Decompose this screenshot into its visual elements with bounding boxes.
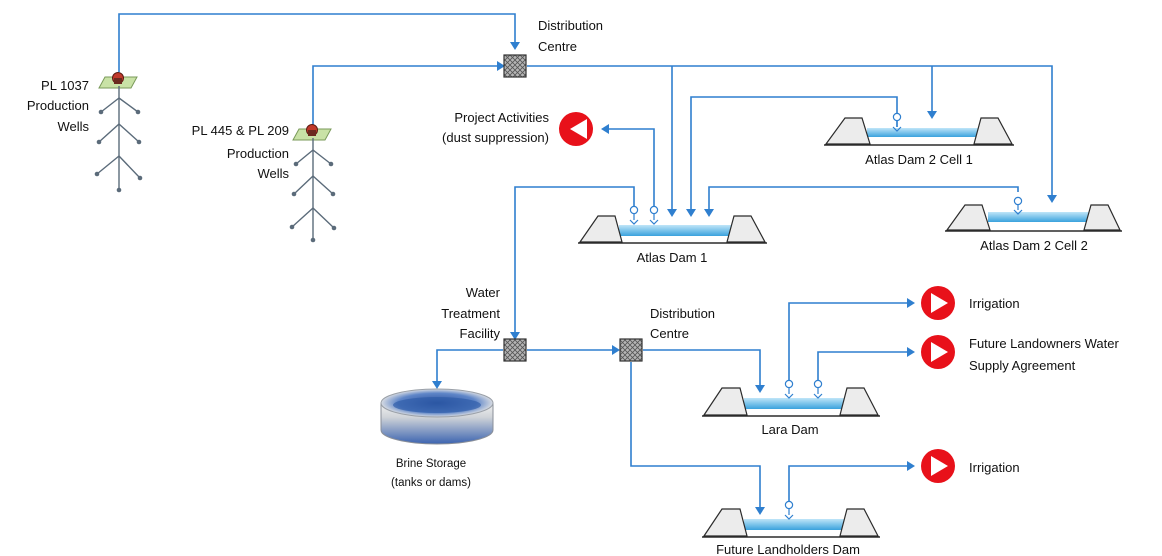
- svg-text:Treatment: Treatment: [441, 306, 500, 321]
- svg-text:Wells: Wells: [257, 166, 289, 181]
- svg-text:Distribution: Distribution: [538, 18, 603, 33]
- svg-text:(tanks or dams): (tanks or dams): [391, 477, 471, 489]
- atlas-dam-2-cell-1-label: Atlas Dam 2 Cell 1: [865, 152, 973, 167]
- svg-text:Centre: Centre: [538, 39, 577, 54]
- svg-text:(dust suppression): (dust suppression): [442, 130, 549, 145]
- irrigation-2-label: Irrigation: [969, 460, 1020, 475]
- brine-storage-label: Brine Storage (tanks or dams): [391, 458, 471, 489]
- svg-text:Project Activities: Project Activities: [454, 110, 549, 125]
- atlas-dam-2-cell-2-icon: [945, 196, 1122, 232]
- svg-text:Centre: Centre: [650, 326, 689, 341]
- distribution-centre-mid-icon: [619, 338, 643, 362]
- svg-text:Future Landowners Water: Future Landowners Water: [969, 336, 1119, 351]
- svg-text:Production: Production: [27, 98, 89, 113]
- svg-text:Wells: Wells: [57, 119, 89, 134]
- svg-text:Facility: Facility: [460, 326, 501, 341]
- atlas-dam-2-cell-2-label: Atlas Dam 2 Cell 2: [980, 238, 1088, 253]
- project-activities-outlet-icon: [559, 112, 593, 146]
- svg-text:Production: Production: [227, 146, 289, 161]
- svg-text:Supply Agreement: Supply Agreement: [969, 358, 1076, 373]
- irrigation-1-label: Irrigation: [969, 296, 1020, 311]
- brine-storage-tank-icon: [380, 388, 494, 445]
- water-treatment-facility-icon: [503, 338, 527, 362]
- svg-text:PL 1037: PL 1037: [41, 78, 89, 93]
- svg-text:Brine Storage: Brine Storage: [396, 458, 466, 470]
- svg-text:Water: Water: [466, 285, 501, 300]
- pl1037-label: PL 1037 Production Wells: [27, 78, 90, 134]
- distribution-centre-mid-label: Distribution Centre: [650, 306, 715, 341]
- distribution-centre-top-label: Distribution Centre: [538, 18, 603, 54]
- future-landowners-label: Future Landowners Water Supply Agreement: [969, 336, 1119, 373]
- atlas-dam-2-cell-1-icon: [824, 112, 1014, 146]
- irrigation-outlet-2-icon: [921, 449, 955, 483]
- future-landholders-dam-label: Future Landholders Dam: [716, 542, 860, 556]
- project-activities-label: Project Activities (dust suppression): [442, 110, 549, 145]
- water-treatment-facility-label: Water Treatment Facility: [441, 285, 500, 341]
- lara-dam-label: Lara Dam: [761, 422, 818, 437]
- pl445-well-field-icon: [289, 124, 337, 243]
- lara-dam-icon: [702, 379, 880, 417]
- pl445-label: PL 445 & PL 209 Production Wells: [192, 123, 290, 181]
- atlas-dam-1-label: Atlas Dam 1: [637, 250, 708, 265]
- atlas-dam-1-icon: [578, 205, 767, 244]
- svg-text:Distribution: Distribution: [650, 306, 715, 321]
- svg-text:PL 445 & PL 209: PL 445 & PL 209: [192, 123, 289, 138]
- pipe-network: [118, 13, 1057, 515]
- pl1037-well-field-icon: [94, 72, 143, 193]
- distribution-centre-top-icon: [503, 54, 527, 78]
- irrigation-outlet-1-icon: [921, 286, 955, 320]
- future-landowners-outlet-icon: [921, 335, 955, 369]
- future-landholders-dam-icon: [702, 500, 880, 538]
